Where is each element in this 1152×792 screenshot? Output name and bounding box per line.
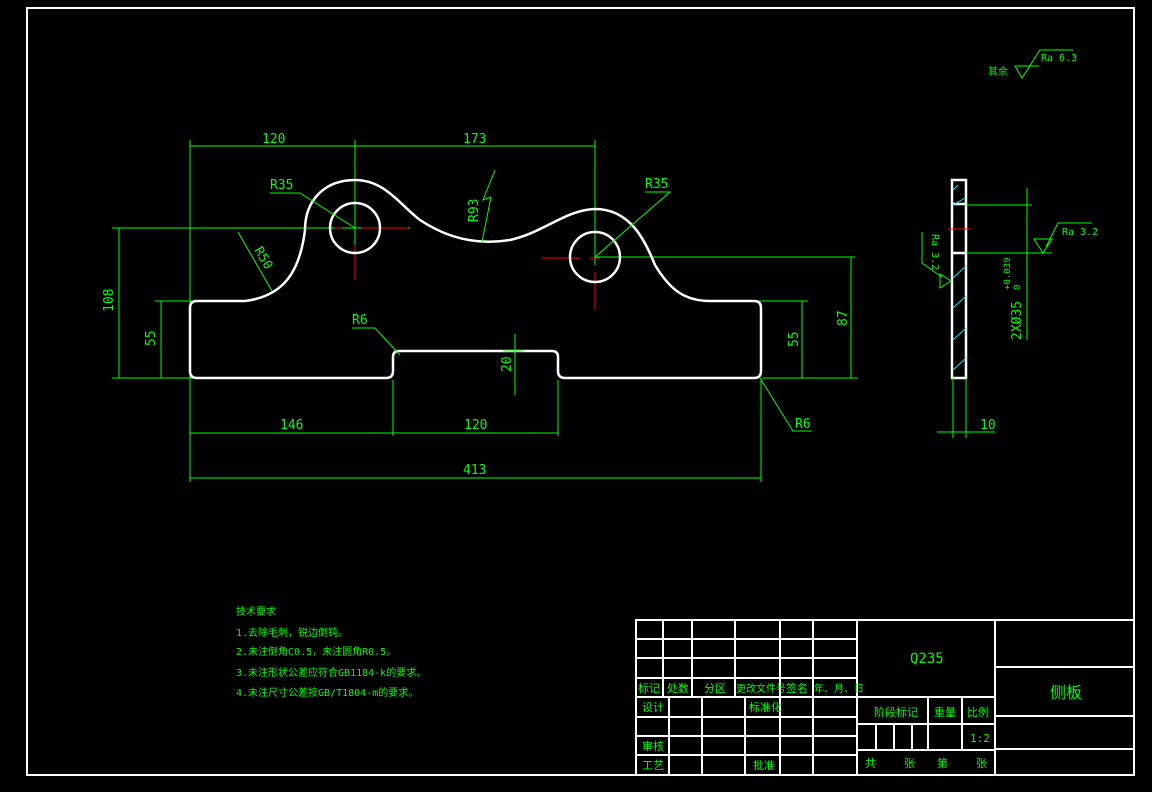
hole-right: [568, 230, 622, 284]
label-design: 设计: [642, 701, 664, 714]
side-view: Ra 3.2 Ra 3.2 2XØ35 +0.039 0 10: [921, 178, 1098, 438]
label-stage-mark: 阶段标记: [874, 705, 918, 719]
dim-120-top: 120: [262, 132, 285, 147]
tech-requirements: 技术要求 1.去除毛刺，锐边倒钝。 2.未注倒角C0.5，未注圆角R0.5。 3…: [236, 605, 426, 699]
scale-value: 1:2: [970, 732, 990, 745]
dim-tol-upper: +0.039: [1003, 257, 1013, 290]
dim-87: 87: [836, 310, 851, 326]
header-mark: 标记: [638, 681, 660, 695]
label-process: 工艺: [642, 759, 664, 772]
title-block: 标记 处数 分区 更改文件号 签名 年、月、日 设计 标准化 审核 工艺 批准 …: [635, 619, 1135, 776]
label-sheets: 张: [976, 757, 987, 770]
dim-413: 413: [463, 463, 486, 478]
header-date: 年、月、日: [814, 682, 864, 695]
tech-req-item: 1.去除毛刺，锐边倒钝。: [236, 626, 348, 639]
front-view: 120 173 R35 R35 R93 R50 108 55 R6 20 55 …: [102, 132, 858, 482]
label-weight: 重量: [934, 705, 956, 719]
dim-thickness: 10: [980, 418, 996, 433]
drawing-border: [26, 7, 1135, 776]
header-signature: 签名: [786, 681, 808, 695]
dim-tol-lower: 0: [1013, 285, 1023, 290]
dim-hole-spec: 2XØ35: [1010, 301, 1025, 340]
dim-108: 108: [102, 289, 117, 312]
roughness-other-label: 其余: [988, 65, 1008, 78]
label-standardization: 标准化: [749, 700, 782, 714]
header-count: 处数: [667, 682, 689, 695]
dim-55-right: 55: [787, 331, 802, 347]
dim-r6-notch: R6: [352, 313, 368, 328]
material: Q235: [910, 651, 944, 667]
roughness-other-value: Ra 6.3: [1041, 53, 1077, 64]
dim-r93: R93: [467, 199, 482, 222]
part-outline: [188, 178, 763, 380]
label-review: 审核: [642, 739, 664, 753]
label-total: 共: [865, 757, 876, 770]
dim-55-left: 55: [144, 330, 159, 346]
dim-r35-left: R35: [270, 178, 293, 193]
header-zone: 分区: [704, 682, 726, 695]
dim-r6-corner: R6: [795, 417, 811, 432]
label-approve: 批准: [753, 758, 775, 772]
header-change-doc: 更改文件号: [736, 682, 786, 695]
dim-146: 146: [280, 418, 303, 433]
tech-req-item: 3.未注形状公差应符合GB1184-k的要求。: [236, 666, 426, 679]
tech-req-item: 4.未注尺寸公差按GB/T1804-m的要求。: [236, 686, 418, 699]
hole-left: [328, 201, 382, 255]
dim-r50: R50: [251, 245, 276, 273]
tech-req-item: 2.未注倒角C0.5，未注圆角R0.5。: [236, 645, 396, 658]
side-outline: [950, 178, 968, 380]
part-name: 侧板: [1050, 683, 1082, 702]
roughness-other-symbol: 其余 Ra 6.3: [988, 49, 1077, 79]
roughness-face: Ra 3.2: [929, 234, 940, 270]
roughness-hole: Ra 3.2: [1062, 227, 1098, 238]
dim-r35-right: R35: [645, 177, 668, 192]
tech-req-title: 技术要求: [236, 605, 276, 618]
label-sheet-no: 第: [937, 756, 948, 770]
dim-120-bottom: 120: [464, 418, 487, 433]
label-scale: 比例: [967, 705, 989, 719]
label-sheets: 张: [904, 757, 915, 770]
dim-20: 20: [500, 356, 515, 372]
dim-173: 173: [463, 132, 486, 147]
